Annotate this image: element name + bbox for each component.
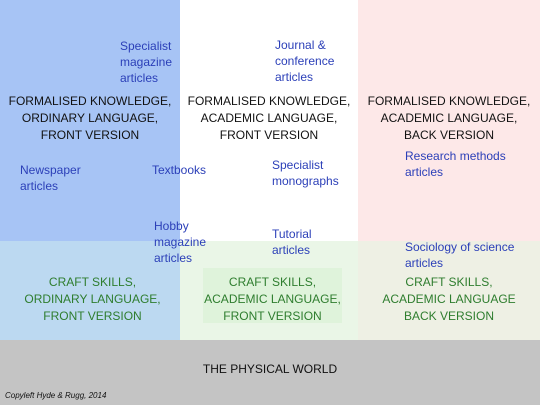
source-hobby-magazine-articles: Hobby magazine articles bbox=[154, 219, 207, 265]
copyright-notice: Copyleft Hyde & Rugg, 2014 bbox=[5, 391, 107, 400]
source-newspaper-articles: Newspaper articles bbox=[20, 163, 81, 193]
zone-formal-ordinary-front bbox=[0, 0, 180, 241]
source-specialist-magazine-articles: Specialist magazine articles bbox=[120, 39, 173, 85]
zone-physical-world bbox=[0, 340, 540, 405]
zone-formal-academic-front bbox=[180, 0, 358, 241]
zone-craft-ordinary-front bbox=[0, 241, 180, 340]
region-label-craft-academic-back: CRAFT SKILLS, ACADEMIC LANGUAGE BACK VER… bbox=[382, 275, 516, 323]
source-textbooks: Textbooks bbox=[152, 163, 207, 177]
source-research-methods-articles: Research methods articles bbox=[405, 149, 506, 179]
region-label-craft-academic-front: CRAFT SKILLS, ACADEMIC LANGUAGE, FRONT V… bbox=[204, 275, 341, 323]
source-specialist-monographs: Specialist monographs bbox=[272, 158, 339, 188]
region-label-formal-ordinary-front: FORMALISED KNOWLEDGE, ORDINARY LANGUAGE,… bbox=[8, 94, 172, 142]
region-label-physical-world: THE PHYSICAL WORLD bbox=[202, 362, 338, 376]
zone-craft-academic-front-inner bbox=[203, 268, 342, 323]
region-label-craft-ordinary-front: CRAFT SKILLS, ORDINARY LANGUAGE, FRONT V… bbox=[24, 275, 161, 323]
source-journal-conference-articles: Journal & conference articles bbox=[275, 38, 335, 84]
region-label-formal-academic-back: FORMALISED KNOWLEDGE, ACADEMIC LANGUAGE,… bbox=[367, 94, 531, 142]
source-tutorial-articles: Tutorial articles bbox=[272, 227, 312, 257]
zone-formal-academic-back bbox=[358, 0, 540, 241]
source-sociology-of-science-articles: Sociology of science articles bbox=[405, 240, 515, 270]
zone-craft-academic-back bbox=[358, 241, 540, 340]
region-label-formal-academic-front: FORMALISED KNOWLEDGE, ACADEMIC LANGUAGE,… bbox=[187, 94, 351, 142]
